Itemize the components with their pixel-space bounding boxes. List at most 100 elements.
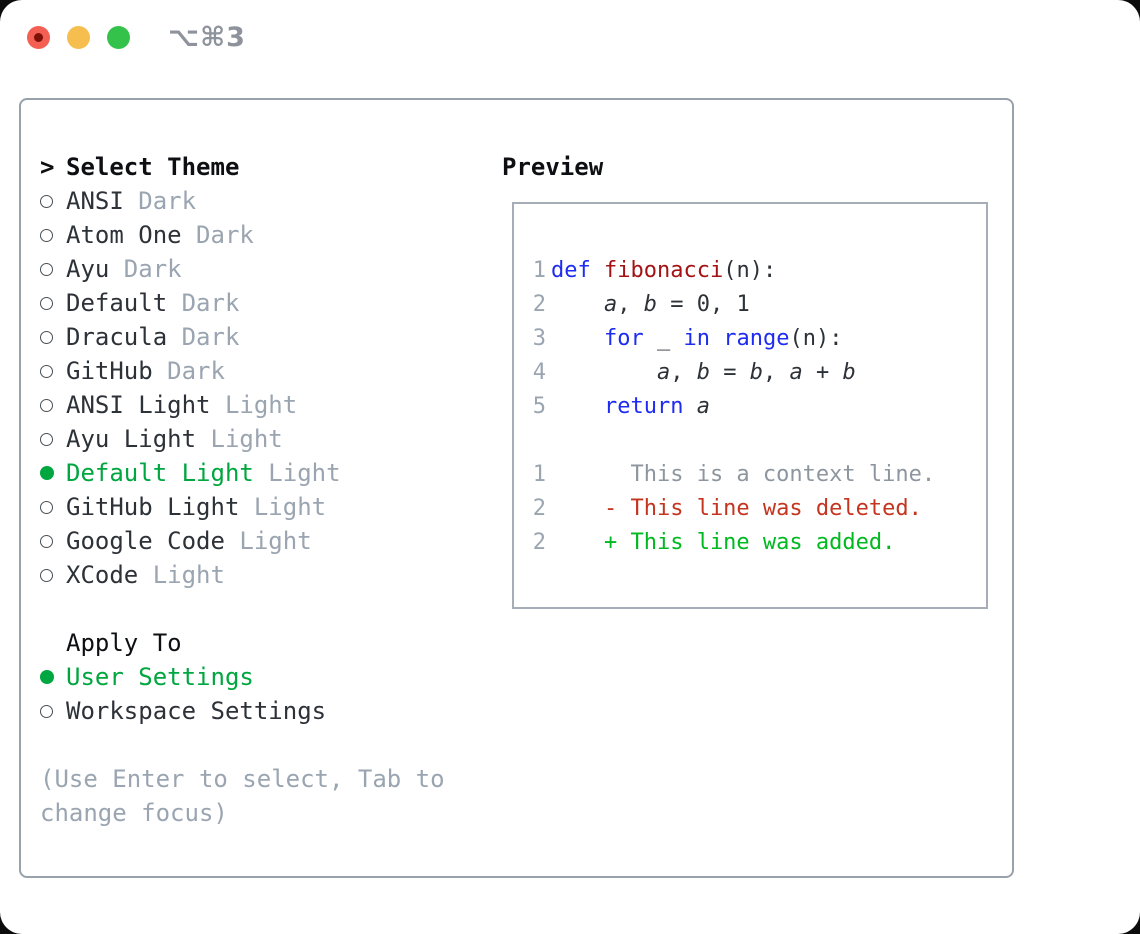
code-content: def fibonacci(n):: [551, 258, 777, 283]
radio-icon: [40, 398, 66, 412]
theme-item-label: Google Code: [66, 527, 225, 555]
preview-code-line: 2 + This line was added.: [532, 526, 976, 560]
theme-item-label: GitHub Light: [66, 493, 240, 521]
close-button-icon[interactable]: [27, 26, 50, 49]
minimize-button-icon[interactable]: [67, 26, 90, 49]
theme-variant-label: Dark: [167, 289, 240, 317]
theme-list-title: Select Theme: [66, 153, 240, 181]
radio-icon: [40, 262, 66, 276]
line-number: 3: [532, 326, 546, 351]
line-number: 5: [532, 394, 546, 419]
theme-item-dracula[interactable]: Dracula Dark: [40, 320, 341, 354]
radio-icon: [40, 500, 66, 514]
preview-code-line: 4 a, b = b, a + b: [532, 356, 976, 390]
radio-icon: [40, 568, 66, 582]
radio-icon: [40, 194, 66, 208]
theme-item-label: Default Light: [66, 459, 254, 487]
help-hint: (Use Enter to select, Tab to change focu…: [40, 765, 445, 827]
theme-item-label: Ayu: [66, 255, 110, 283]
radio-selected-icon: [40, 670, 66, 684]
theme-variant-label: Light: [253, 459, 341, 487]
line-number: 2: [532, 292, 546, 317]
zoom-button-icon[interactable]: [107, 26, 130, 49]
theme-item-label: ANSI Light: [66, 391, 211, 419]
theme-item-google-code[interactable]: Google Code Light: [40, 524, 341, 558]
preview-code-line: [532, 424, 976, 458]
preview-code-line: 3 for _ in range(n):: [532, 322, 976, 356]
radio-icon: [40, 364, 66, 378]
apply-option-user-settings[interactable]: User Settings: [40, 660, 326, 694]
code-content: return a: [603, 394, 710, 419]
theme-item-label: Ayu Light: [66, 425, 197, 453]
line-number: 2: [532, 530, 546, 555]
theme-list-header: > Select Theme: [40, 150, 341, 184]
preview-code-line: 2 - This line was deleted.: [532, 492, 976, 526]
code-content: a, b = 0, 1: [603, 292, 750, 317]
theme-item-default[interactable]: Default Dark: [40, 286, 341, 320]
theme-variant-label: Dark: [123, 187, 197, 215]
theme-item-label: Atom One: [66, 221, 182, 249]
theme-item-label: Default: [66, 289, 168, 317]
preview-code-line: 1 This is a context line.: [532, 458, 976, 492]
line-number: [532, 424, 546, 458]
theme-variant-label: Light: [239, 493, 327, 521]
theme-item-ansi-light[interactable]: ANSI Light Light: [40, 388, 341, 422]
code-content: + This line was added.: [551, 530, 896, 555]
code-content: This is a context line.: [551, 462, 936, 487]
apply-to-header-row: Apply To: [40, 626, 326, 660]
caret-icon: >: [40, 153, 55, 181]
radio-icon: [40, 330, 66, 344]
radio-icon: [40, 534, 66, 548]
theme-variant-label: Dark: [152, 357, 225, 385]
preview-code-line: 2 a, b = 0, 1: [532, 288, 976, 322]
theme-variant-label: Dark: [181, 221, 254, 249]
theme-item-label: Dracula: [66, 323, 168, 351]
radio-icon: [40, 296, 66, 310]
preview-code-line: 5 return a: [532, 390, 976, 424]
radio-icon: [40, 228, 66, 242]
apply-option-label: Workspace Settings: [66, 697, 327, 725]
titlebar: ⌥⌘3: [0, 0, 1140, 74]
theme-variant-label: Light: [210, 391, 298, 419]
apply-option-label: User Settings: [66, 663, 254, 691]
radio-selected-icon: [40, 466, 66, 480]
code-content: - This line was deleted.: [551, 496, 922, 521]
line-number: 2: [532, 496, 546, 521]
theme-item-default-light[interactable]: Default Light Light: [40, 456, 341, 490]
theme-item-ayu[interactable]: Ayu Dark: [40, 252, 341, 286]
theme-variant-label: Dark: [167, 323, 240, 351]
preview-title: Preview: [502, 153, 604, 181]
radio-icon: [40, 704, 66, 718]
theme-item-label: ANSI: [66, 187, 124, 215]
theme-variant-label: Light: [196, 425, 283, 453]
theme-item-label: GitHub: [66, 357, 153, 385]
theme-item-github-light[interactable]: GitHub Light Light: [40, 490, 341, 524]
theme-variant-label: Light: [138, 561, 225, 589]
window-shortcut-label: ⌥⌘3: [168, 22, 246, 53]
theme-item-ansi[interactable]: ANSI Dark: [40, 184, 341, 218]
line-number: 1: [532, 258, 546, 283]
theme-variant-label: Dark: [109, 255, 182, 283]
apply-option-workspace-settings[interactable]: Workspace Settings: [40, 694, 326, 728]
theme-item-label: XCode: [66, 561, 139, 589]
theme-item-ayu-light[interactable]: Ayu Light Light: [40, 422, 341, 456]
line-number: 1: [532, 462, 546, 487]
apply-to-title: Apply To: [66, 629, 182, 657]
traffic-lights: [27, 26, 130, 49]
line-number: 4: [532, 360, 546, 385]
theme-item-github[interactable]: GitHub Dark: [40, 354, 341, 388]
theme-variant-label: Light: [224, 527, 312, 555]
theme-item-atom-one[interactable]: Atom One Dark: [40, 218, 341, 252]
radio-icon: [40, 432, 66, 446]
theme-item-xcode[interactable]: XCode Light: [40, 558, 341, 592]
code-content: for _ in range(n):: [603, 326, 843, 351]
